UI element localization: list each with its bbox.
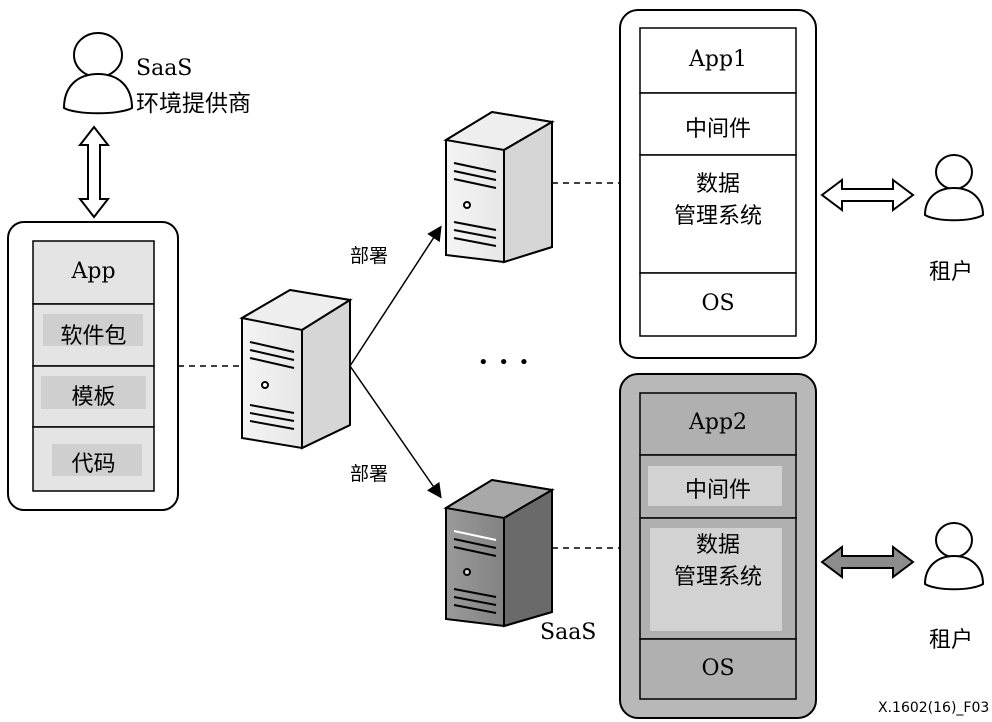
provider-label-line2: 环境提供商 (136, 91, 251, 117)
server-2-icon (443, 478, 555, 628)
instance-1-middleware: 中间件 (684, 117, 751, 142)
tenant-1-double-arrow (820, 178, 915, 212)
package-item-software: 软件包 (60, 324, 127, 349)
deploy-label-1: 部署 (350, 245, 389, 267)
package-item-template: 模板 (71, 385, 116, 410)
instance-1-dbms: 数据 管理系统 (673, 172, 762, 229)
deploy-arrow-2 (349, 365, 442, 499)
instance-2-os: OS (701, 656, 735, 681)
provider-person-icon (62, 32, 134, 115)
provider-double-arrow (77, 125, 111, 219)
tenant-2-label: 租户 (929, 628, 974, 653)
tenant-2-double-arrow (820, 545, 915, 579)
central-server-icon (239, 288, 353, 450)
ellipsis: • • • (478, 352, 532, 373)
tenant-1-label: 租户 (929, 260, 974, 285)
package-item-code: 代码 (71, 452, 116, 477)
deploy-label-2: 部署 (350, 463, 389, 485)
instance-1-os: OS (701, 291, 735, 316)
tenant-1-person-icon (923, 154, 985, 222)
provider-label-line1: SaaS (136, 56, 193, 81)
instance-1-app: App1 (688, 47, 748, 72)
figure-id: X.1602(16)_F03 (878, 700, 990, 716)
deploy-arrow-1 (349, 225, 442, 367)
instance-2-dbms: 数据 管理系统 (673, 533, 762, 590)
instance-2-middleware: 中间件 (684, 478, 751, 503)
package-item-app: App (71, 259, 116, 284)
server-1-icon (443, 110, 555, 264)
instance-2-app: App2 (688, 410, 748, 435)
tenant-2-person-icon (923, 522, 985, 591)
server-2-label: SaaS (540, 620, 597, 645)
